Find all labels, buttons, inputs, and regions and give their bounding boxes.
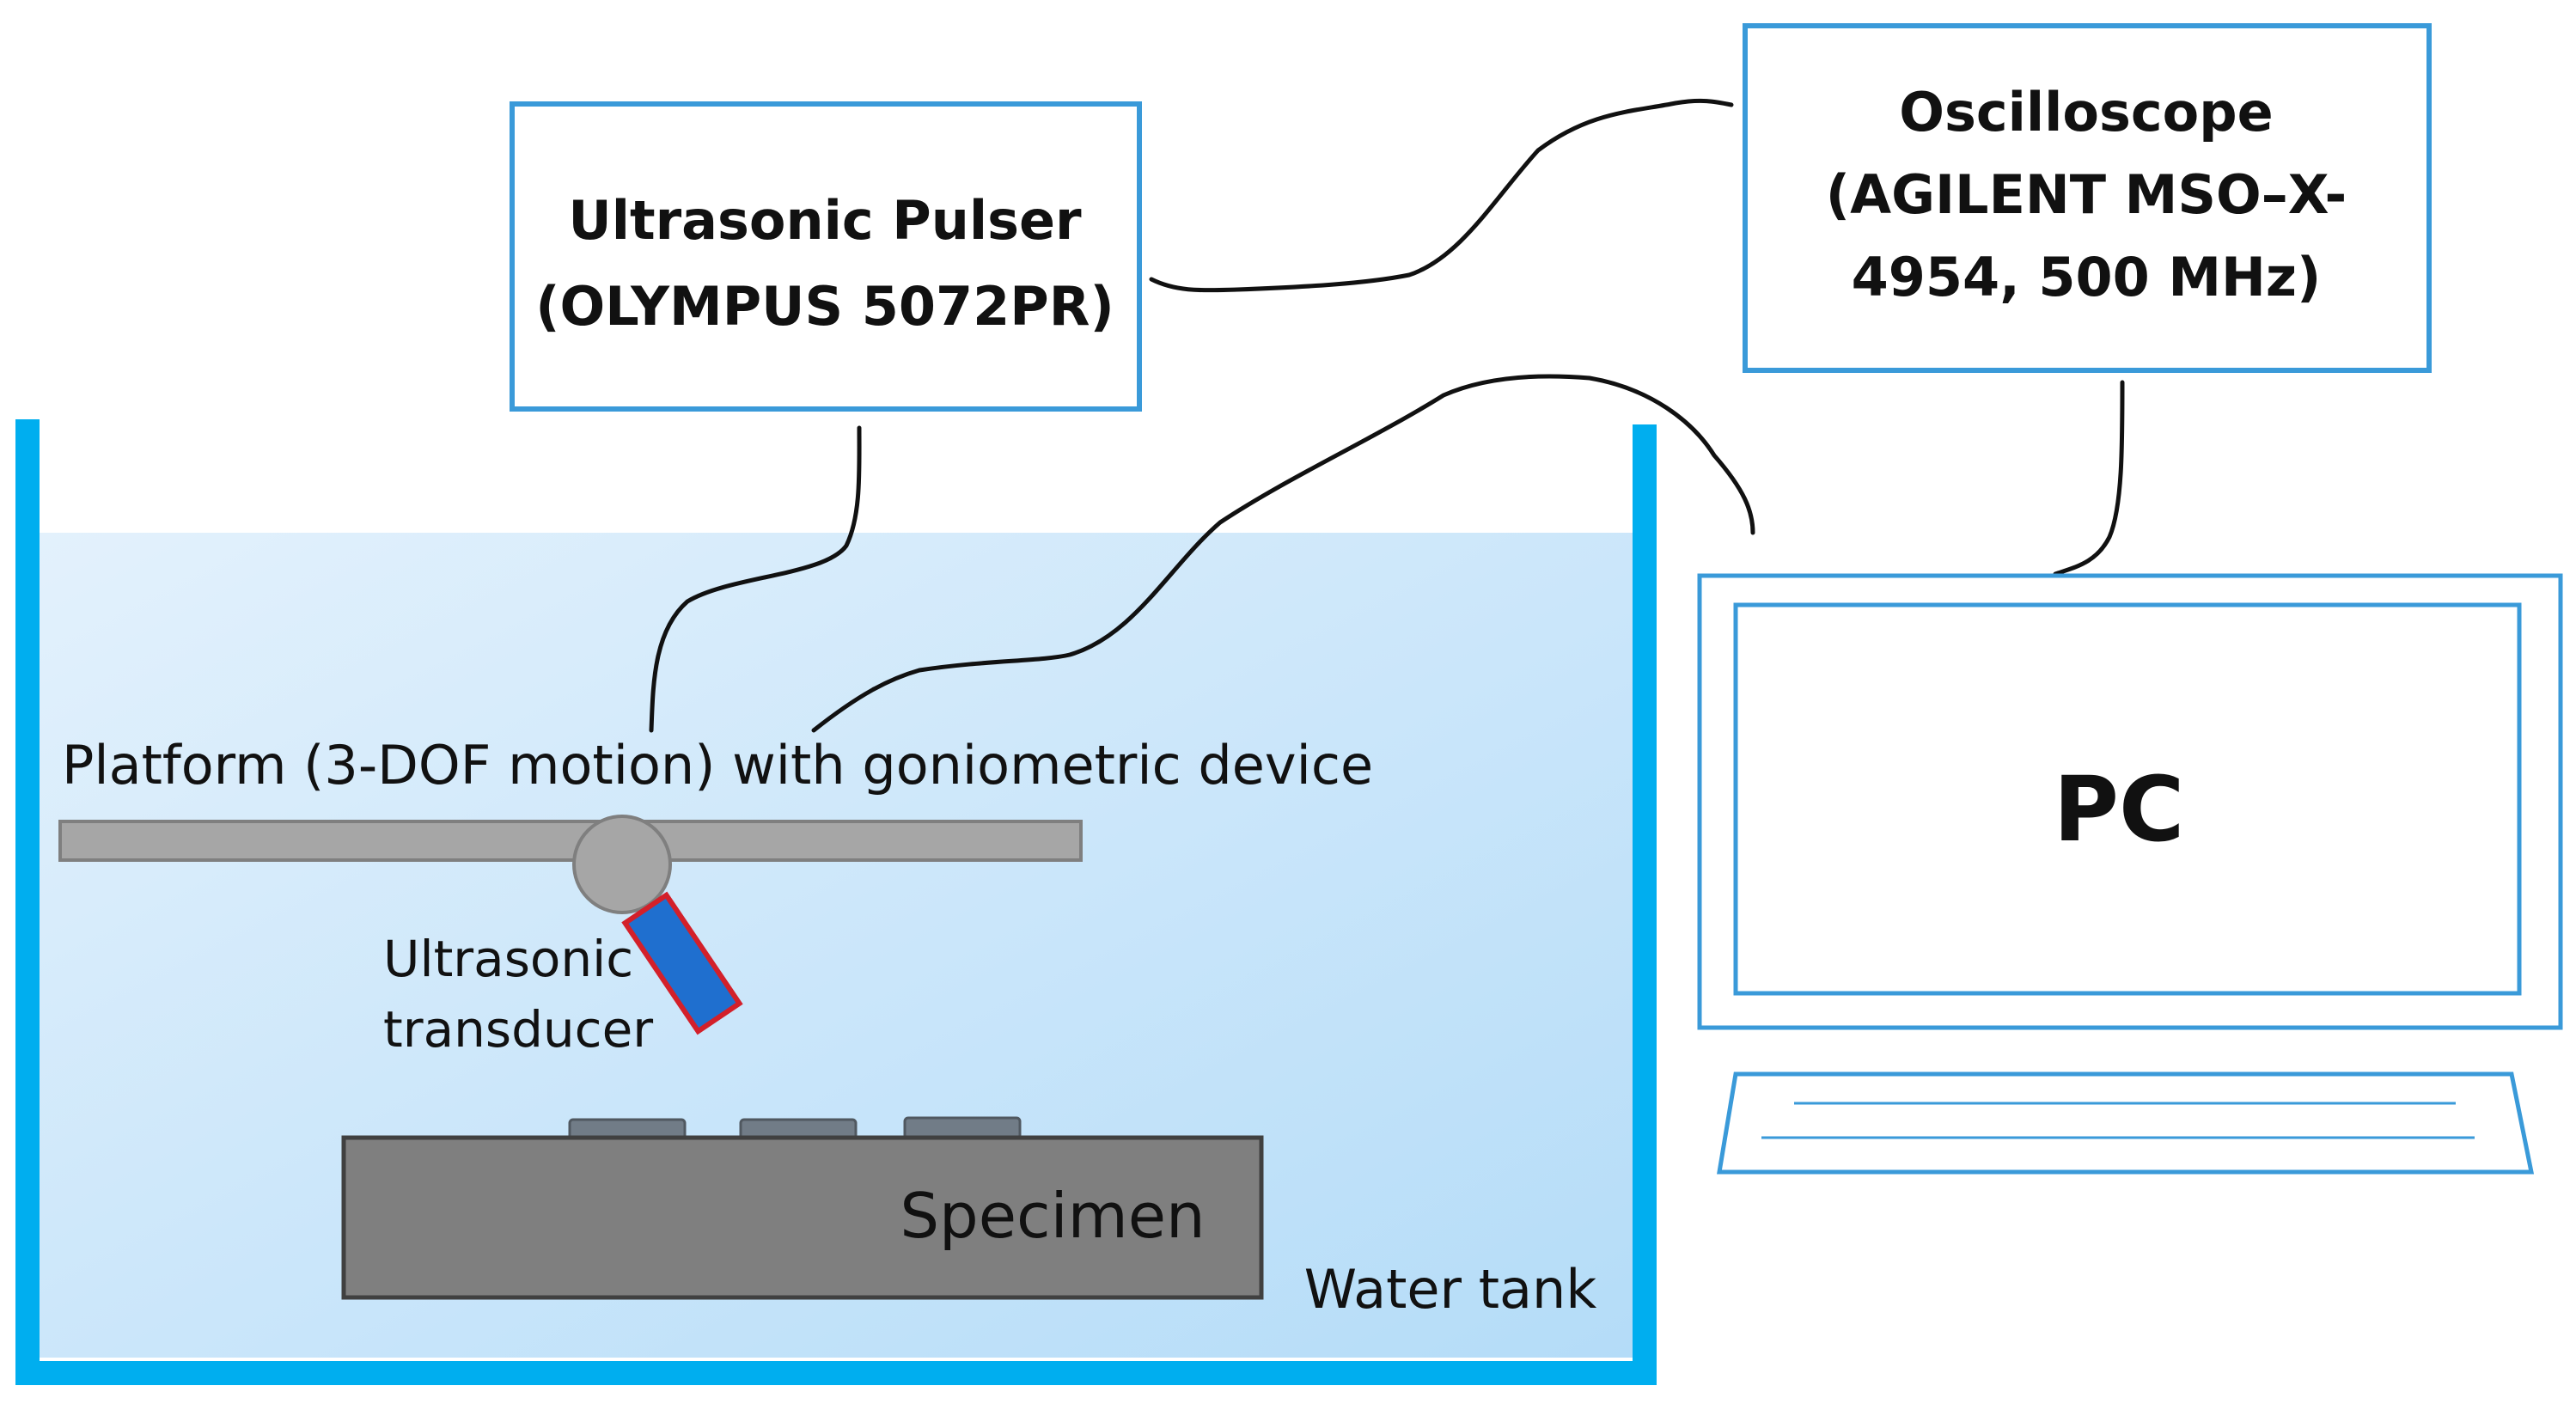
platform-label: Platform (3-DOF motion) with goniometric… <box>62 734 1373 797</box>
platform: Platform (3-DOF motion) with goniometric… <box>58 734 1373 914</box>
pulser-border <box>510 101 1142 412</box>
cable-oscilloscope-to-pc <box>2053 380 2125 577</box>
goniometer-joint <box>572 815 672 914</box>
pulser-label-line1: Ultrasonic Pulser <box>568 189 1082 252</box>
specimen-pad-3 <box>903 1116 1022 1140</box>
transducer-label-line2: transducer <box>383 1000 653 1059</box>
transducer: Ultrasonic transducer <box>383 891 743 1059</box>
cable-pulser-to-transducer <box>649 425 862 733</box>
cable-platform-to-pc <box>811 374 1755 733</box>
specimen-label: Specimen <box>900 1180 1205 1252</box>
pc-label: PC <box>2054 757 2185 862</box>
cable-pulser-to-oscilloscope <box>1149 98 1734 293</box>
tank-walls <box>15 419 1657 1385</box>
transducer-label-line1: Ultrasonic <box>383 930 633 988</box>
pc-monitor: PC <box>1697 573 2563 1030</box>
transducer-body <box>621 891 743 1035</box>
oscilloscope-label-line2: (AGILENT MSO–X- <box>1826 163 2347 226</box>
pc-keyboard <box>1717 1071 2535 1175</box>
platform-bar <box>58 820 1083 862</box>
cables <box>649 98 2125 733</box>
monitor-screen <box>1733 602 2522 996</box>
keyboard-outline <box>1717 1071 2535 1175</box>
oscilloscope-label-line1: Oscilloscope <box>1899 81 2273 143</box>
oscilloscope-box: Oscilloscope (AGILENT MSO–X- 4954, 500 M… <box>1743 23 2432 373</box>
oscilloscope-label-line3: 4954, 500 MHz) <box>1852 246 2322 308</box>
specimen-block <box>341 1135 1264 1300</box>
pulser-box: Ultrasonic Pulser (OLYMPUS 5072PR) <box>510 101 1142 412</box>
water-tank-label: Water tank <box>1304 1258 1597 1321</box>
pulser-label-line2: (OLYMPUS 5072PR) <box>535 275 1114 338</box>
oscilloscope-border <box>1743 23 2432 373</box>
specimen: Specimen <box>341 1116 1264 1300</box>
